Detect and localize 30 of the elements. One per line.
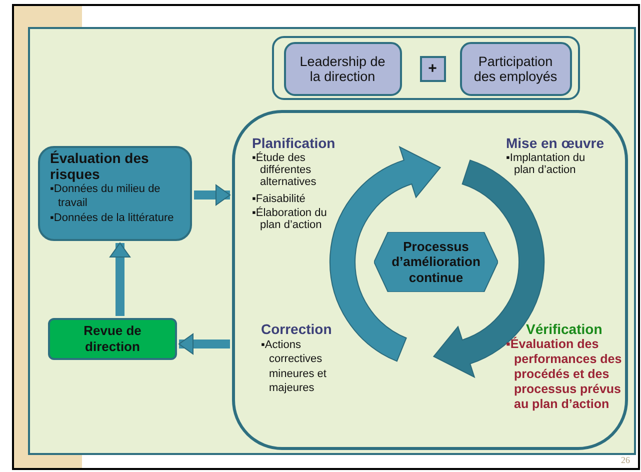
- box-text: Revue de direction: [82, 323, 142, 355]
- process-box: [38, 146, 192, 241]
- process-box: [460, 42, 572, 96]
- bullet-item: ▪Évaluation des performances des procédés et des processus prévus au plan d’action: [506, 337, 623, 412]
- bullet-item: ▪Faisabilité: [252, 193, 306, 205]
- bullet-item: ▪Données de la littérature: [50, 210, 175, 226]
- page-number: 26: [620, 455, 630, 465]
- bullet-item: ▪Données du milieu de travail: [50, 182, 162, 211]
- block-arrow: [110, 242, 130, 316]
- cycle-box: [232, 110, 628, 450]
- plus-box: [420, 56, 446, 82]
- stage-heading: Vérification: [526, 321, 604, 337]
- process-box: [284, 42, 402, 96]
- box-text: +: [428, 60, 437, 77]
- bullet-item: ▪Actions correctives mineures et majeures: [261, 338, 328, 396]
- box-text: Participation des employés: [474, 54, 558, 84]
- block-arrow: [194, 184, 230, 206]
- process-box: [48, 318, 177, 360]
- bullet-item: ▪Implantation du plan d’action: [506, 152, 586, 176]
- hexagon: [374, 232, 498, 292]
- block-arrow: [178, 334, 230, 354]
- box-heading: Évaluation des risques: [50, 150, 150, 182]
- box-text: Processus d’amélioration continue: [390, 238, 482, 286]
- stage-heading: Planification: [252, 135, 336, 151]
- stage-heading: Correction: [261, 321, 333, 337]
- box-text: Leadership de la direction: [298, 54, 386, 84]
- bullet-item: ▪Étude des différentes alternatives: [252, 152, 318, 188]
- group-box: [272, 36, 580, 100]
- bullet-item: ▪Élaboration du plan d’action: [252, 207, 328, 231]
- stage-heading: Mise en œuvre: [506, 135, 606, 151]
